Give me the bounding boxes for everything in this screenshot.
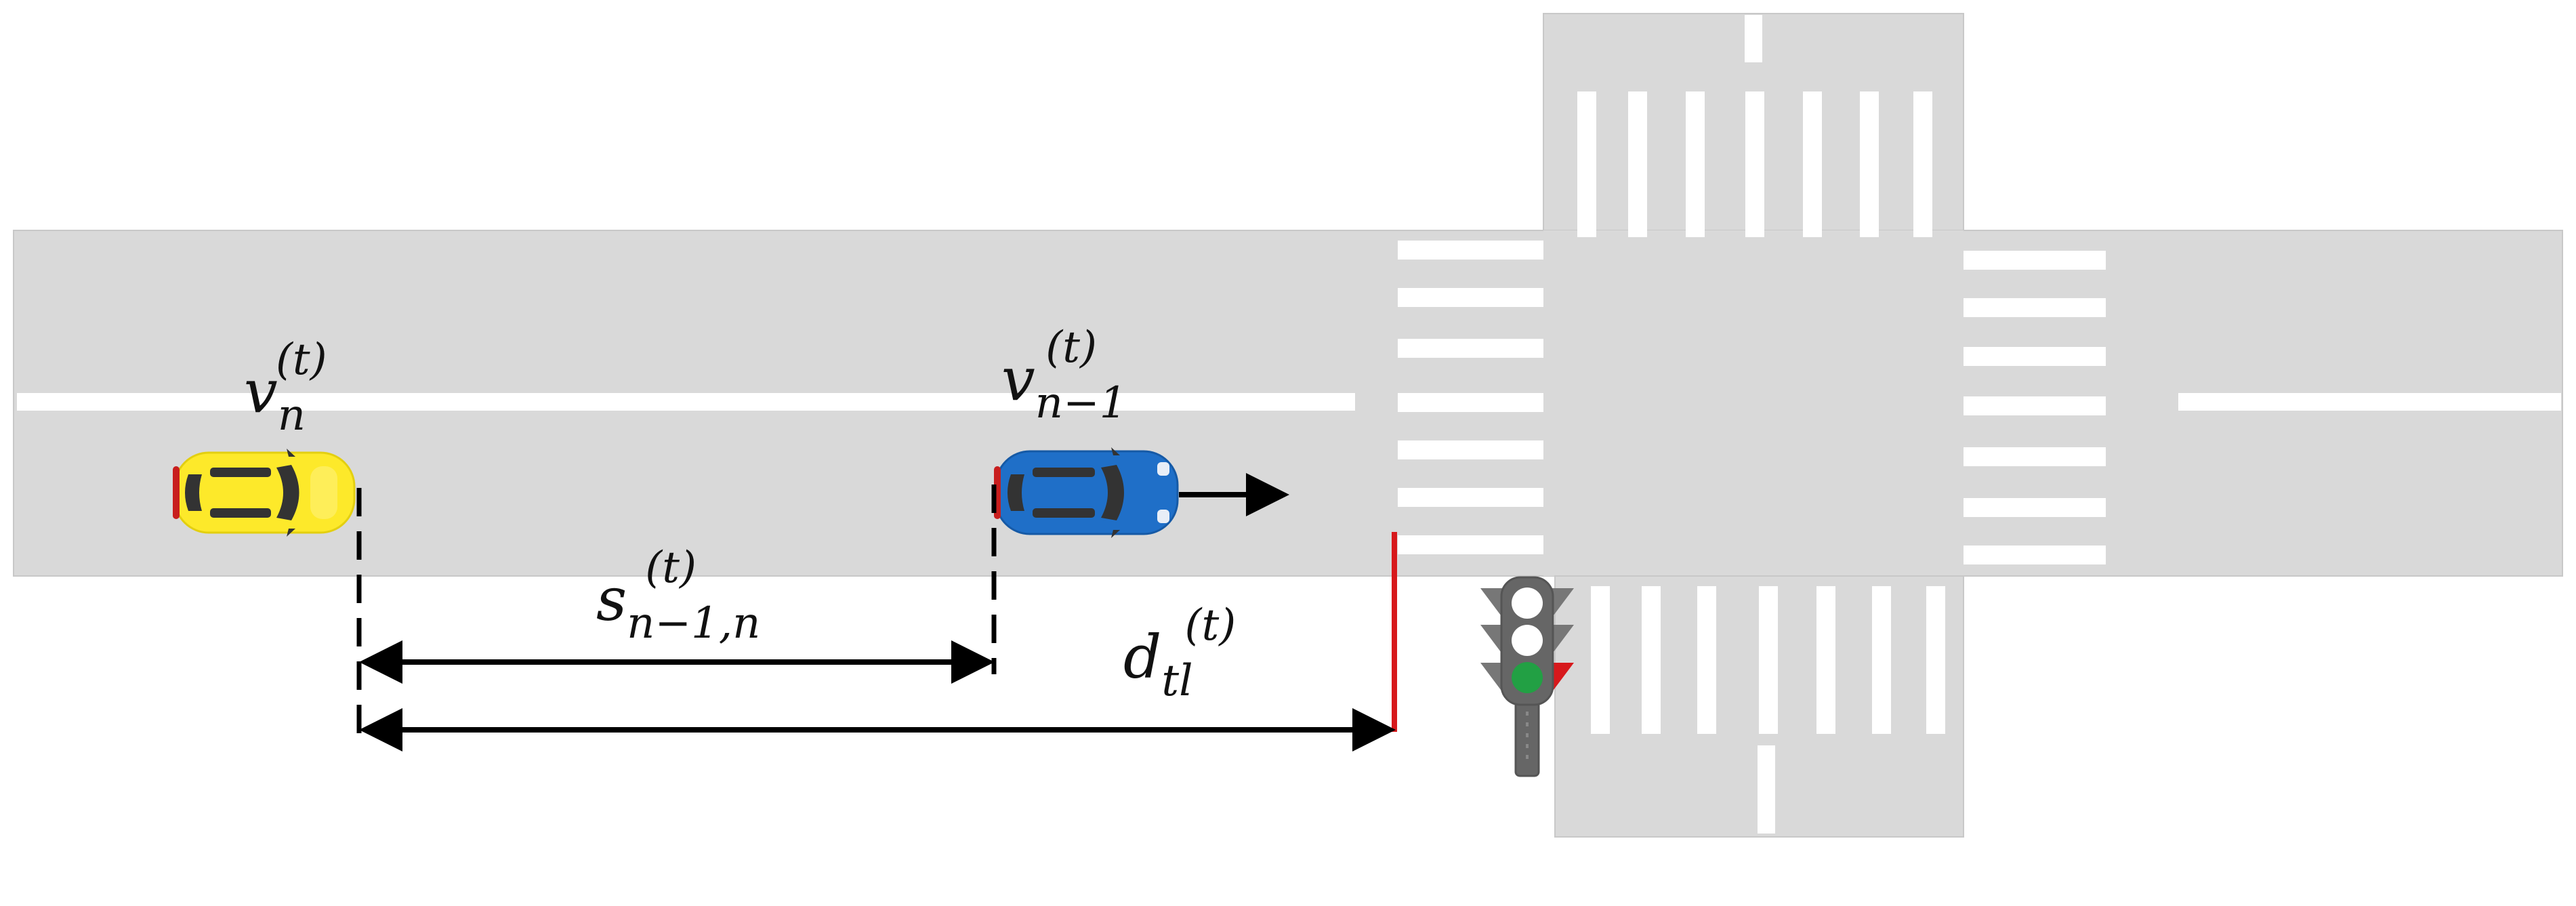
red-lamp (1512, 588, 1543, 619)
crosswalk-left (1398, 241, 1543, 554)
crosswalk-right (1964, 251, 2106, 564)
label-distance: dtl(t) (1123, 600, 1236, 706)
green-lamp (1512, 662, 1543, 693)
lane-markings (17, 15, 2561, 833)
crosswalk-bottom (1591, 586, 1945, 734)
traffic-light-icon (1480, 576, 1574, 777)
label-v-lead: vn−1(t) (1001, 323, 1127, 428)
yellow-lamp (1512, 625, 1543, 656)
crosswalk-top (1577, 91, 1932, 237)
label-gap: sn−1,n(t) (596, 543, 760, 648)
car-icon (994, 447, 1179, 538)
car-icon (173, 449, 356, 537)
intersection (1543, 230, 1964, 576)
label-v-follow: vn(t) (244, 335, 327, 440)
